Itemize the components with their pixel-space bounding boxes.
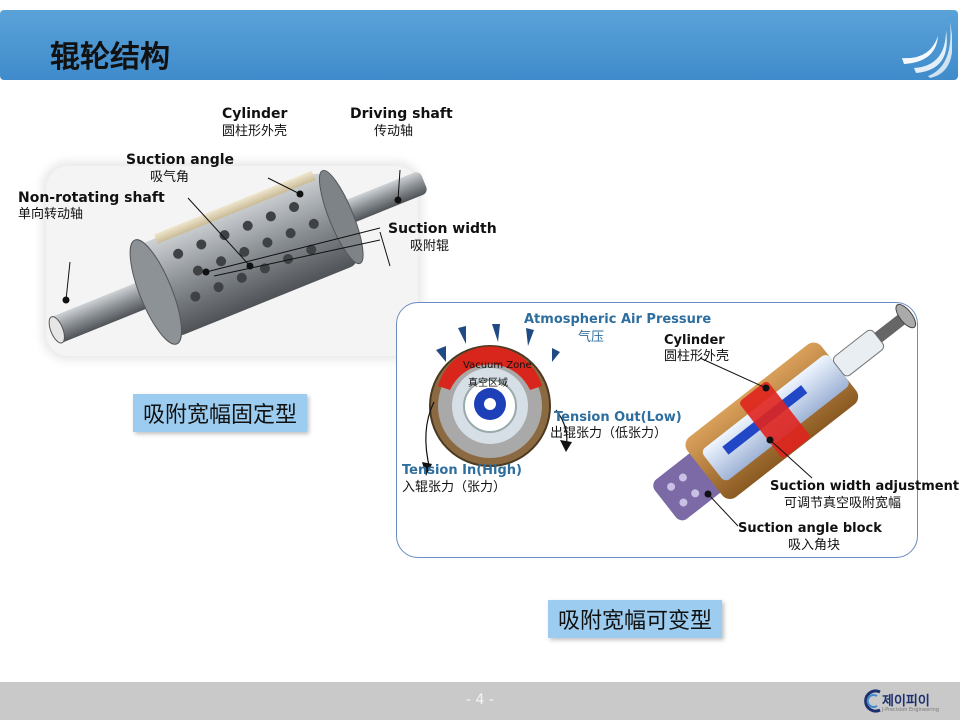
suction-width-label: Suction width	[388, 221, 497, 237]
tension-in-label: Tension In(High)	[402, 463, 522, 478]
swirl-decoration-icon	[902, 22, 952, 78]
company-logo: 제이피이 J-Precision Engineering	[864, 686, 944, 716]
var-cylinder-label: Cylinder	[664, 333, 725, 348]
cylinder-cn-label: 圆柱形外壳	[222, 124, 288, 139]
slide-footer: - 4 - 제이피이 J-Precision Engineering	[0, 682, 960, 720]
variable-type-label: 吸附宽幅可变型	[548, 600, 723, 638]
logo-swirl-icon	[864, 689, 881, 713]
suction-angle-cn-label: 吸气角	[150, 170, 190, 185]
driving-shaft-cn-label: 传动轴	[374, 124, 414, 139]
var-cylinder-cn-label: 圆柱形外壳	[664, 349, 730, 364]
logo-text: 제이피이	[882, 694, 930, 709]
vacuum-zone-cn-label: 真空区域	[468, 378, 508, 389]
logo-subtext: J-Precision Engineering	[882, 707, 939, 713]
angle-block-label: Suction angle block	[738, 521, 882, 536]
tension-out-label: Tension Out(Low)	[554, 410, 682, 425]
page-number: - 4 -	[466, 692, 494, 708]
slide-title: 辊轮结构	[50, 40, 170, 75]
suction-angle-label: Suction angle	[126, 152, 235, 168]
width-adjust-label: Suction width adjustment	[770, 479, 960, 494]
atm-pressure-cn-label: 气压	[578, 330, 605, 345]
atm-pressure-label: Atmospheric Air Pressure	[524, 312, 712, 327]
angle-block-cn-label: 吸入角块	[788, 538, 841, 553]
non-rotating-shaft-cn-label: 单向转动轴	[18, 207, 84, 222]
slide-header: 辊轮结构	[0, 10, 958, 80]
tension-in-cn-label: 入辊张力（张力）	[402, 480, 507, 495]
vacuum-zone-label: Vacuum Zone	[463, 360, 532, 371]
tension-out-cn-label: 出辊张力（低张力）	[550, 426, 668, 441]
driving-shaft-label: Driving shaft	[350, 106, 453, 122]
non-rotating-shaft-label: Non-rotating shaft	[18, 190, 165, 206]
fixed-type-label: 吸附宽幅固定型	[133, 394, 308, 432]
suction-width-cn-label: 吸附辊	[410, 239, 450, 254]
cylinder-label: Cylinder	[222, 106, 288, 122]
width-adjust-cn-label: 可调节真空吸附宽幅	[784, 496, 902, 511]
